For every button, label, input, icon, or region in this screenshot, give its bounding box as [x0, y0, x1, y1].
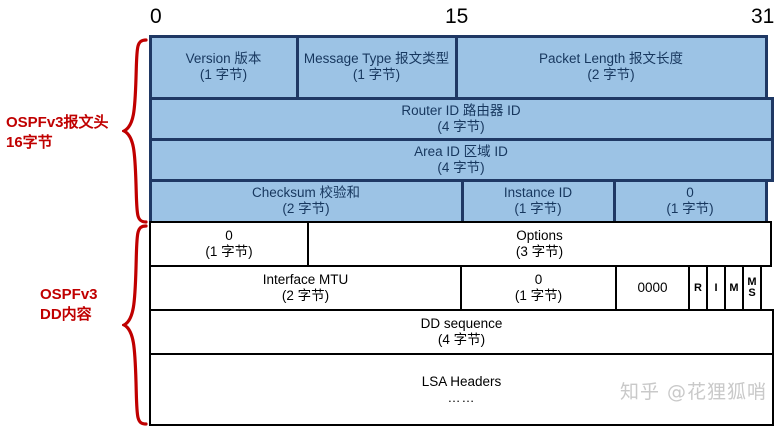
- field-version: Version 版本 (1 字节): [148, 34, 299, 100]
- flag-bit-ms-label-top: M: [747, 276, 757, 288]
- field-dd-sequence-size: (4 字节): [437, 332, 486, 347]
- dd-row-3: DD sequence (4 字节): [149, 309, 775, 355]
- flag-bit-i: I: [706, 265, 726, 311]
- flag-bit-r-label: R: [694, 281, 702, 294]
- bit-tick-31: 31: [751, 5, 775, 28]
- field-reserved-zero-header: 0 (1 字节): [612, 178, 768, 224]
- field-options-name: Options: [516, 228, 563, 244]
- field-dd-zero-1-name: 0: [225, 228, 233, 244]
- header-row-2: Router ID 路由器 ID (4 字节): [148, 96, 775, 141]
- field-packet-length-name: Packet Length 报文长度: [538, 51, 684, 67]
- field-packet-length-size: (2 字节): [587, 67, 635, 82]
- field-dd-zero-1-size: (1 字节): [205, 244, 253, 259]
- field-instance-id: Instance ID (1 字节): [460, 178, 616, 224]
- flag-bit-r: R: [688, 265, 708, 311]
- field-checksum: Checksum 校验和 (2 字节): [148, 178, 464, 224]
- bit-ruler: 0 15 31: [150, 2, 775, 34]
- field-interface-mtu: Interface MTU (2 字节): [149, 265, 462, 311]
- section-label-ospfv3-header: OSPFv3报文头 16字节: [6, 114, 109, 152]
- field-area-id: Area ID 区域 ID (4 字节): [148, 137, 774, 182]
- field-dd-zero-2: 0 (1 字节): [460, 265, 617, 311]
- flag-bit-m: M: [724, 265, 744, 311]
- field-interface-mtu-name: Interface MTU: [262, 272, 349, 288]
- field-router-id-size: (4 字节): [437, 118, 485, 134]
- field-lsa-headers: LSA Headers ……: [149, 353, 774, 426]
- field-area-id-name: Area ID 区域 ID: [414, 143, 508, 159]
- bit-tick-15: 15: [445, 5, 469, 28]
- field-message-type-name: Message Type 报文类型: [303, 51, 450, 67]
- field-dd-reserved-bits: 0000: [615, 265, 690, 311]
- field-options-size: (3 字节): [515, 244, 564, 259]
- field-checksum-name: Checksum 校验和: [251, 185, 361, 201]
- field-version-size: (1 字节): [199, 67, 248, 82]
- field-dd-zero-1: 0 (1 字节): [149, 221, 309, 267]
- field-lsa-headers-ellipsis: ……: [447, 389, 476, 405]
- field-packet-length: Packet Length 报文长度 (2 字节): [454, 34, 768, 100]
- field-dd-sequence: DD sequence (4 字节): [149, 309, 774, 355]
- field-router-id-name: Router ID 路由器 ID: [401, 102, 521, 118]
- field-dd-zero-2-size: (1 字节): [514, 288, 563, 303]
- header-row-3: Area ID 区域 ID (4 字节): [148, 137, 775, 182]
- header-row-4: Checksum 校验和 (2 字节) Instance ID (1 字节) 0…: [148, 178, 775, 224]
- field-message-type-size: (1 字节): [352, 66, 401, 82]
- flag-bit-ms: M S: [742, 265, 762, 311]
- field-message-type: Message Type 报文类型 (1 字节): [295, 34, 458, 100]
- field-dd-zero-2-name: 0: [534, 272, 543, 288]
- bit-tick-0: 0: [150, 5, 162, 28]
- brace-dd-section: [122, 224, 148, 426]
- field-lsa-headers-name: LSA Headers: [421, 373, 502, 389]
- field-checksum-size: (2 字节): [282, 201, 330, 216]
- field-dd-reserved-bits-value: 0000: [637, 280, 668, 296]
- field-reserved-zero-header-size: (1 字节): [666, 201, 714, 216]
- field-interface-mtu-size: (2 字节): [281, 288, 330, 303]
- packet-table: Version 版本 (1 字节) Message Type 报文类型 (1 字…: [148, 34, 775, 426]
- flag-bit-ms-label-bottom: S: [748, 287, 756, 299]
- field-reserved-zero-header-name: 0: [686, 185, 694, 201]
- brace-header-section: [122, 38, 148, 224]
- header-row-1: Version 版本 (1 字节) Message Type 报文类型 (1 字…: [148, 34, 775, 100]
- field-instance-id-size: (1 字节): [514, 201, 562, 216]
- field-router-id: Router ID 路由器 ID (4 字节): [148, 96, 774, 141]
- field-options: Options (3 字节): [307, 221, 772, 267]
- section-label-ospfv3-dd: OSPFv3 DD内容: [40, 286, 98, 324]
- field-version-name: Version 版本: [185, 51, 262, 67]
- flag-bit-m-label: M: [729, 281, 739, 294]
- dd-row-2: Interface MTU (2 字节) 0 (1 字节) 0000 R I M…: [149, 265, 775, 311]
- field-dd-sequence-name: DD sequence: [420, 316, 503, 332]
- field-instance-id-name: Instance ID: [503, 185, 573, 201]
- field-area-id-size: (4 字节): [437, 159, 485, 175]
- flag-bit-i-label: I: [714, 281, 718, 294]
- dd-row-4: LSA Headers ……: [149, 353, 775, 426]
- dd-row-1: 0 (1 字节) Options (3 字节): [149, 221, 775, 267]
